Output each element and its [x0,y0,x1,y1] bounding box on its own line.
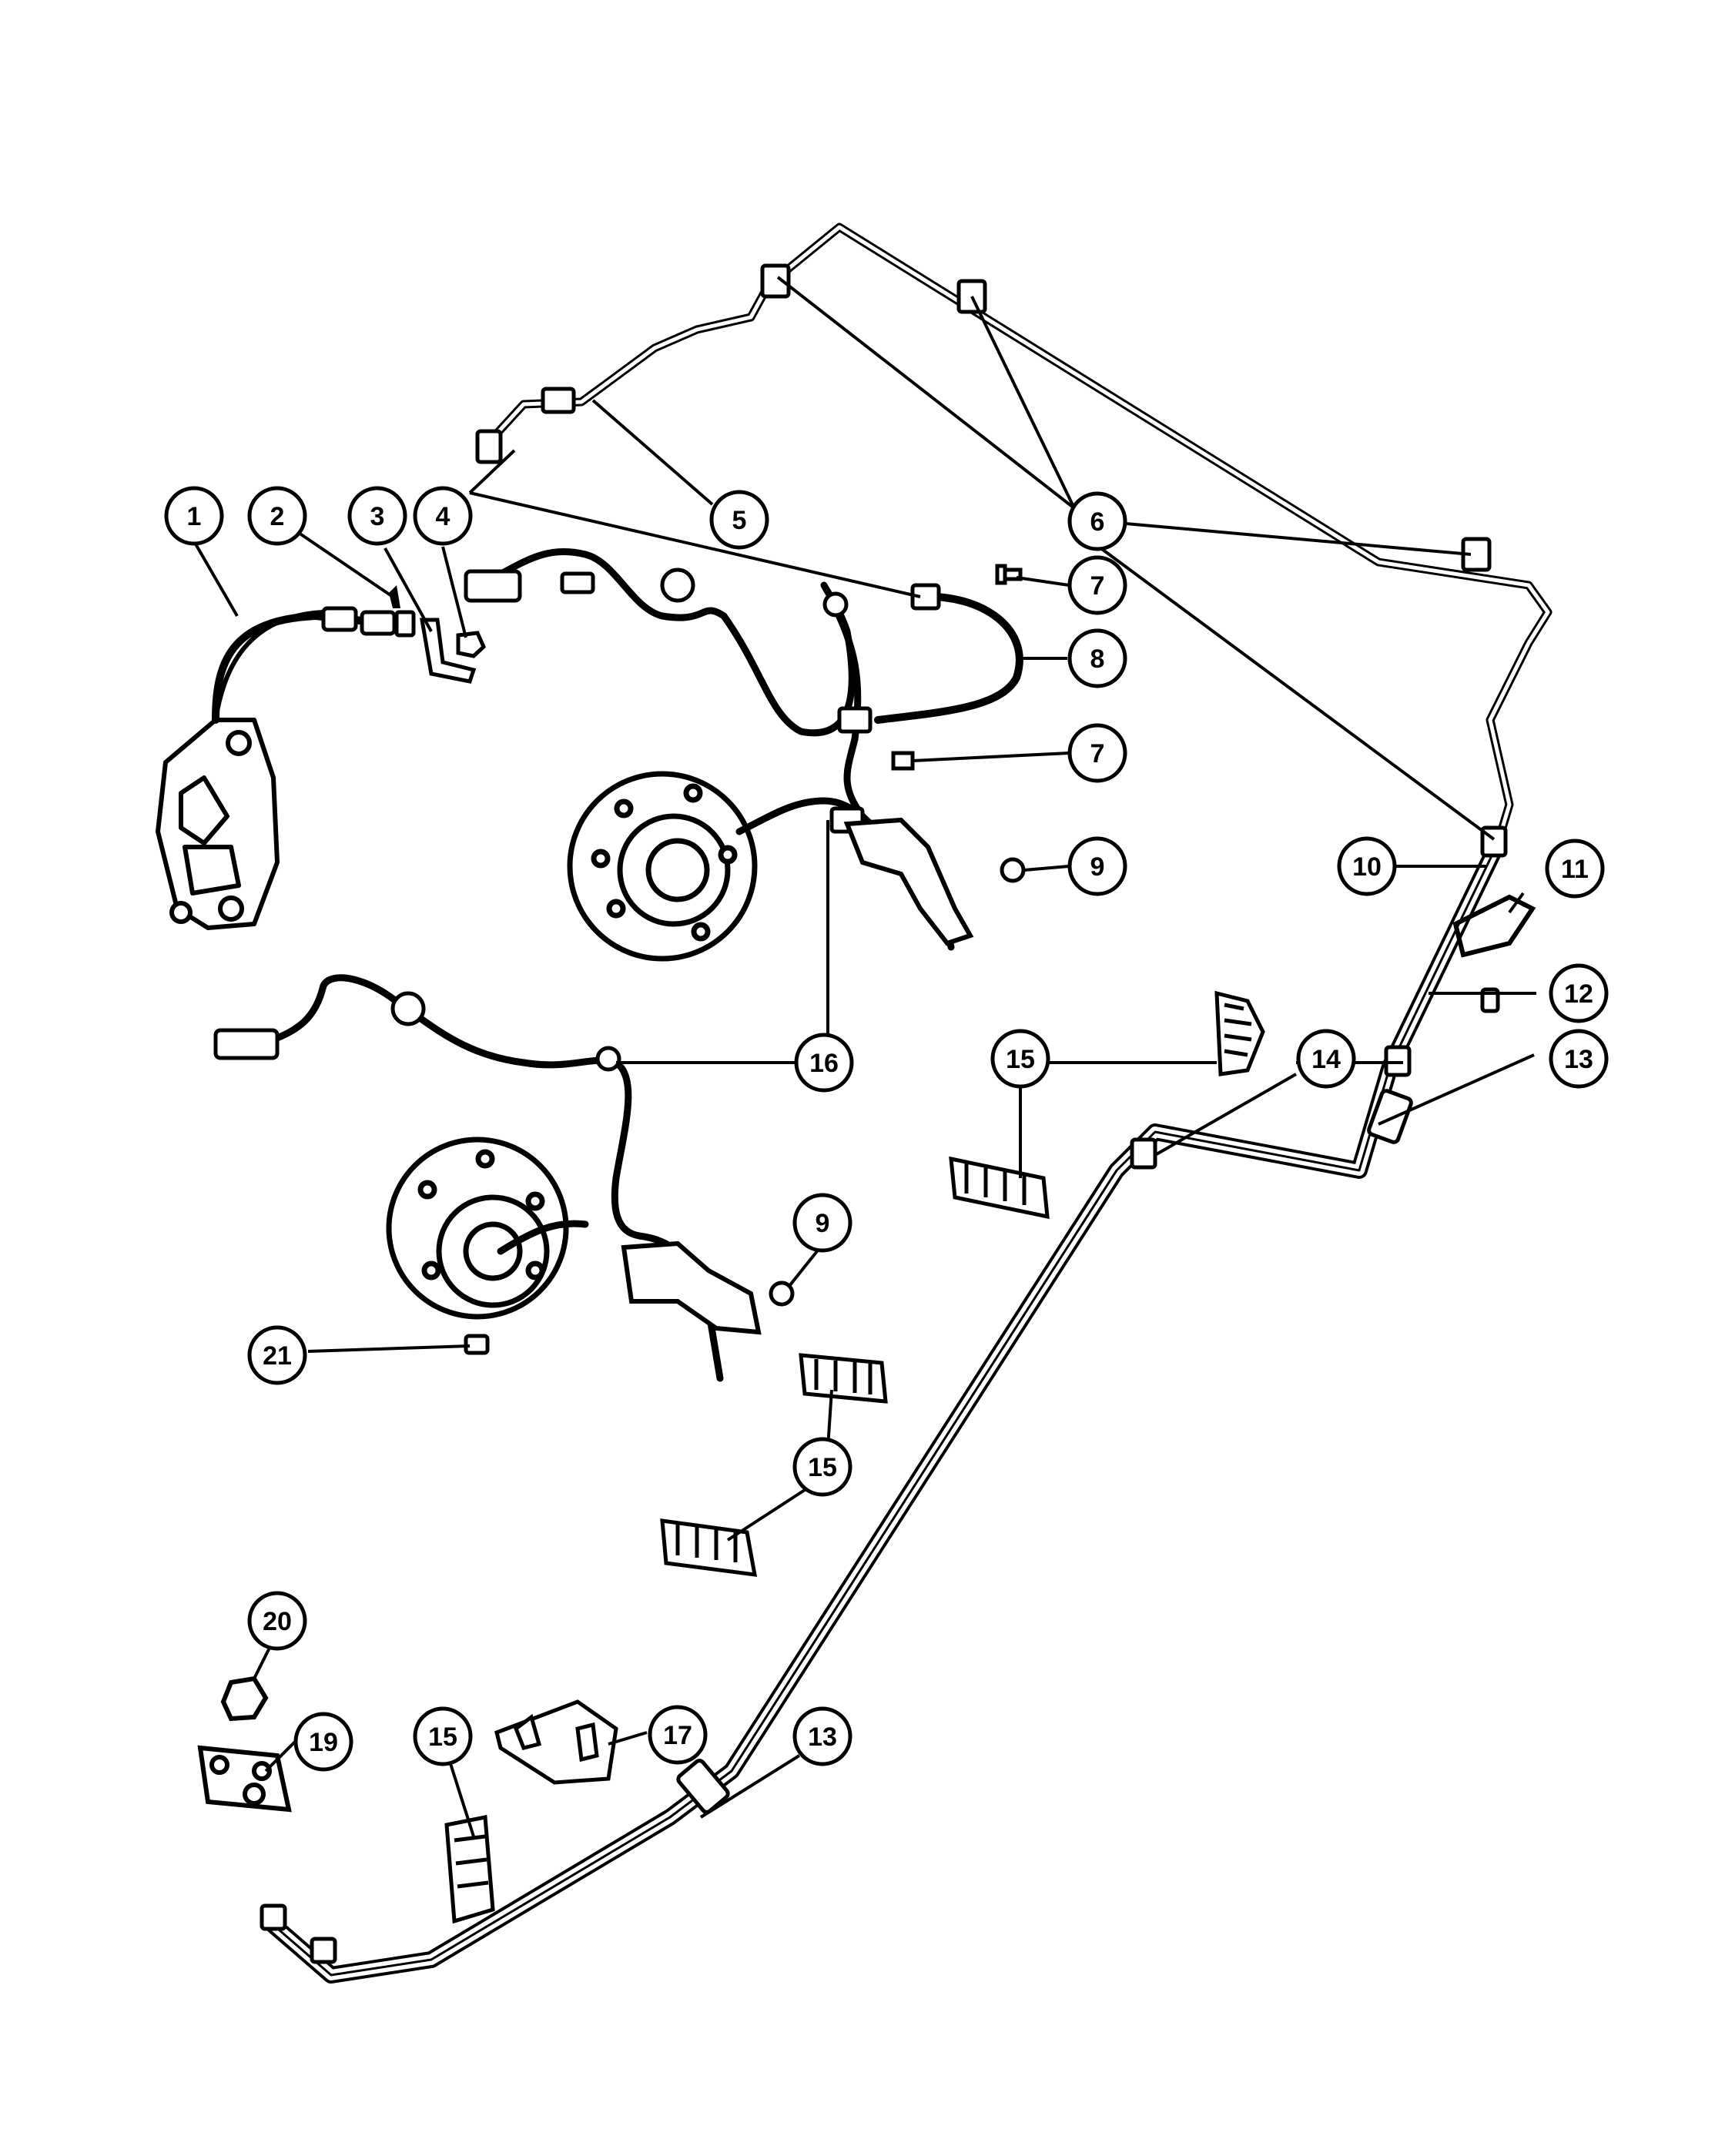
callout-15-top: 15 [990,1029,1050,1089]
callout-17: 17 [648,1705,708,1765]
hose-part-8-fittings [837,583,941,734]
callout-9-upper-label: 9 [1090,852,1105,882]
caliper-assembly [156,610,386,930]
tube-clips [475,263,1508,1170]
callout-19: 19 [293,1712,353,1772]
upper-wheel-hub [567,771,758,962]
callout-13-lower-label: 13 [808,1722,837,1752]
callout-1: 1 [164,486,224,546]
callout-7-upper-label: 7 [1090,571,1105,601]
callout-7-upper: 7 [1067,555,1127,615]
callout-2: 2 [247,486,307,546]
clip-part-15-c [799,1353,888,1404]
lower-sensor-bracket [621,1240,762,1335]
callout-9-lower: 9 [792,1193,852,1253]
callout-7-lower-label: 7 [1090,739,1105,768]
callout-12: 12 [1549,963,1609,1023]
callout-10-label: 10 [1352,852,1382,882]
callout-17-label: 17 [663,1721,692,1750]
upper-sensor-bracket [843,817,974,946]
callout-10: 10 [1337,836,1397,896]
brake-tube-long-center [272,842,1499,1977]
bolt-part-7-upper [995,564,1023,585]
brake-tube-end-fittings [260,1089,1413,1964]
callout-13-upper: 13 [1549,1029,1609,1089]
callout-21-label: 21 [263,1341,292,1371]
hose-part-8 [874,592,1023,724]
lower-sensor-connector [213,991,621,1072]
callout-6: 6 [1067,491,1127,551]
brake-tube-upper [477,223,1552,848]
callout-7-lower: 7 [1067,723,1127,783]
callout-15-middle: 15 [792,1437,852,1497]
cap-part-9-upper [1000,857,1026,883]
cap-part-9-lower [769,1281,795,1307]
callout-11: 11 [1545,839,1605,899]
clip-part-15-e [444,1814,495,1924]
callout-4-label: 4 [436,502,451,531]
fitting-part-21 [464,1334,490,1355]
callout-9-upper: 9 [1067,836,1127,896]
callout-3-label: 3 [370,502,385,531]
clip-part-15-d [660,1518,758,1577]
callout-1-label: 1 [187,502,202,531]
callout-8: 8 [1067,628,1127,688]
callout-13-upper-label: 13 [1564,1045,1593,1074]
bolt-part-7-lower [891,751,915,771]
callout-5: 5 [709,490,769,550]
brake-hose-bracket [1452,894,1536,958]
brake-tube-upper-inner [479,225,1550,845]
callout-13-lower: 13 [792,1706,852,1766]
callout-15-bottom-label: 15 [428,1722,457,1752]
callout-5-label: 5 [732,506,747,535]
bolt-part-4 [456,631,487,658]
nut-part-20 [220,1676,269,1722]
brake-tube-long-inner [268,838,1503,1980]
callout-15-middle-label: 15 [808,1453,837,1482]
callout-8-label: 8 [1090,644,1105,674]
clip-part-15-a [1214,990,1265,1076]
callout-21: 21 [247,1325,307,1385]
callout-20: 20 [247,1591,307,1651]
callout-16-label: 16 [809,1049,839,1078]
callout-15-bottom: 15 [413,1706,473,1766]
lower-sensor-wire [258,974,724,1382]
clip-part-2 [389,585,400,608]
callout-11-label: 11 [1561,855,1589,884]
callout-15-top-label: 15 [1006,1045,1035,1074]
callout-2-label: 2 [270,502,285,531]
callout-14-label: 14 [1311,1045,1341,1074]
callout-4: 4 [413,486,473,546]
callout-12-label: 12 [1564,979,1593,1009]
block-part-19 [197,1745,292,1813]
lower-wheel-hub [386,1137,569,1320]
caliper-hose-fittings [321,606,416,638]
caliper-hose [212,611,393,724]
callout-3: 3 [347,486,407,546]
bracket-part-3 [420,618,477,684]
upper-sensor-connector [464,567,865,834]
callout-16: 16 [794,1033,854,1093]
callout-19-label: 19 [309,1728,338,1757]
bracket-part-17 [494,1699,618,1785]
leader-lines [193,276,1536,1837]
callout-9-lower-label: 9 [816,1209,830,1238]
callout-6-label: 6 [1090,507,1105,537]
clip-part-15-b [949,1156,1050,1220]
callout-20-label: 20 [263,1607,292,1636]
brake-tube-long [265,835,1506,1984]
callout-14: 14 [1296,1029,1356,1089]
